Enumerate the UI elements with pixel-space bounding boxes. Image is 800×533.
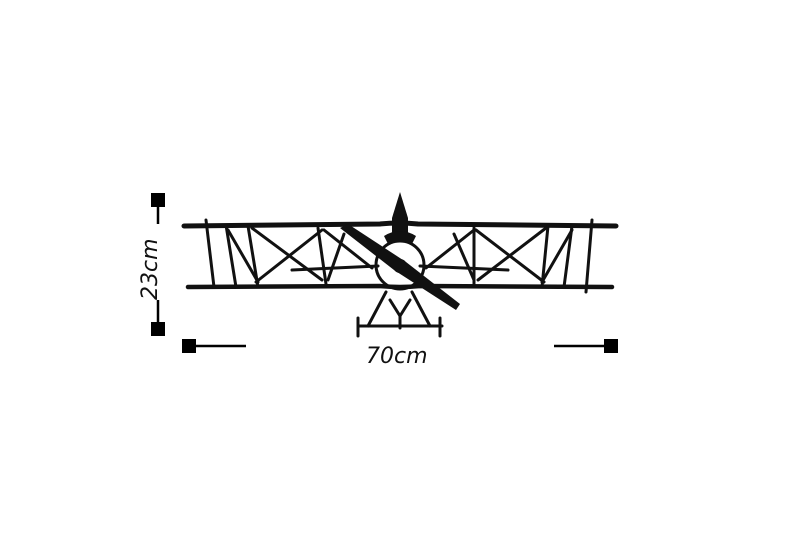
tail-fin xyxy=(392,192,408,236)
tailplane xyxy=(290,264,510,272)
landing-gear xyxy=(356,290,444,338)
right-wing-struts xyxy=(424,218,594,294)
lower-wing xyxy=(185,283,615,290)
left-wing-struts xyxy=(204,218,374,289)
height-label: 23cm xyxy=(138,238,163,300)
fuselage-hood xyxy=(384,231,416,244)
propeller xyxy=(340,224,460,310)
width-dimension-marker xyxy=(182,339,618,353)
height-dimension-marker xyxy=(151,193,165,336)
width-label: 70cm xyxy=(366,344,428,369)
